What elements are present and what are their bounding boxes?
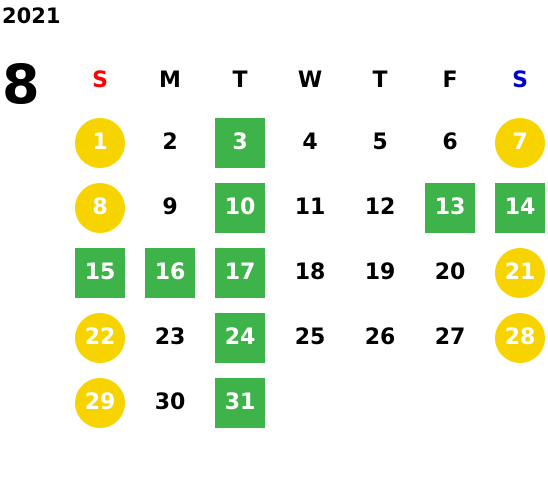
day-number: 31 [215, 377, 265, 428]
day-number: 29 [75, 377, 125, 428]
day-cell: 4 [275, 110, 345, 175]
weekday-header-monday: M [159, 67, 181, 93]
day-number: 16 [145, 247, 195, 298]
day-cell: 14 [485, 175, 548, 240]
weekday-header-friday: F [442, 67, 458, 93]
day-cell: 1 [65, 110, 135, 175]
day-number: 22 [75, 312, 125, 363]
day-cell [345, 370, 415, 435]
day-cell: 30 [135, 370, 205, 435]
day-cell: 15 [65, 240, 135, 305]
day-number: 5 [372, 130, 388, 155]
day-number: 17 [215, 247, 265, 298]
day-number [355, 378, 405, 428]
day-cell: 12 [345, 175, 415, 240]
day-cell: 11 [275, 175, 345, 240]
day-number: 4 [302, 130, 318, 155]
day-cell: 10 [205, 175, 275, 240]
day-cell: 22 [65, 305, 135, 370]
day-cell: 6 [415, 110, 485, 175]
day-number: 15 [75, 247, 125, 298]
day-number: 1 [75, 117, 125, 168]
day-number: 10 [215, 182, 265, 233]
day-number: 23 [154, 325, 186, 350]
day-number: 20 [434, 260, 466, 285]
weekday-header-sunday: S [92, 67, 108, 93]
day-number: 8 [75, 182, 125, 233]
day-number: 27 [434, 325, 466, 350]
day-cell: 13 [415, 175, 485, 240]
day-number: 30 [154, 390, 186, 415]
day-number: 12 [364, 195, 396, 220]
day-cell: 2 [135, 110, 205, 175]
day-cell [275, 370, 345, 435]
weekday-header-thursday: T [372, 67, 388, 93]
day-cell: 23 [135, 305, 205, 370]
day-number: 6 [442, 130, 458, 155]
day-cell: 3 [205, 110, 275, 175]
day-number: 13 [425, 182, 475, 233]
day-number [425, 378, 475, 428]
day-cell: 21 [485, 240, 548, 305]
day-number: 3 [215, 117, 265, 168]
day-number: 18 [294, 260, 326, 285]
day-number: 11 [294, 195, 326, 220]
day-number: 7 [495, 117, 545, 168]
day-number: 9 [162, 195, 178, 220]
day-cell: 9 [135, 175, 205, 240]
day-cell: 7 [485, 110, 548, 175]
weekday-header-wednesday: W [297, 67, 323, 93]
year-label: 2021 [2, 4, 61, 28]
day-number: 21 [495, 247, 545, 298]
day-number: 25 [294, 325, 326, 350]
day-cell: 29 [65, 370, 135, 435]
day-cell: 20 [415, 240, 485, 305]
day-cell: 28 [485, 305, 548, 370]
day-number: 26 [364, 325, 396, 350]
day-cell: 31 [205, 370, 275, 435]
day-number [495, 378, 545, 428]
day-cell: 26 [345, 305, 415, 370]
day-cell: 16 [135, 240, 205, 305]
weekday-header-saturday: S [512, 67, 528, 93]
day-cell [485, 370, 548, 435]
month-number: 8 [2, 53, 40, 116]
day-number: 14 [495, 182, 545, 233]
day-number: 28 [495, 312, 545, 363]
day-cell: 8 [65, 175, 135, 240]
day-cell: 18 [275, 240, 345, 305]
day-number: 19 [364, 260, 396, 285]
day-cell: 24 [205, 305, 275, 370]
day-cell: 19 [345, 240, 415, 305]
weekday-header-tuesday: T [232, 67, 248, 93]
day-number: 24 [215, 312, 265, 363]
day-cell: 25 [275, 305, 345, 370]
calendar-grid: S M T W T F S 1 2 3 4 5 6 7 8 9 10 11 12… [65, 50, 548, 435]
day-number: 2 [162, 130, 178, 155]
day-cell: 17 [205, 240, 275, 305]
day-cell: 5 [345, 110, 415, 175]
day-cell: 27 [415, 305, 485, 370]
day-cell [415, 370, 485, 435]
day-number [285, 378, 335, 428]
